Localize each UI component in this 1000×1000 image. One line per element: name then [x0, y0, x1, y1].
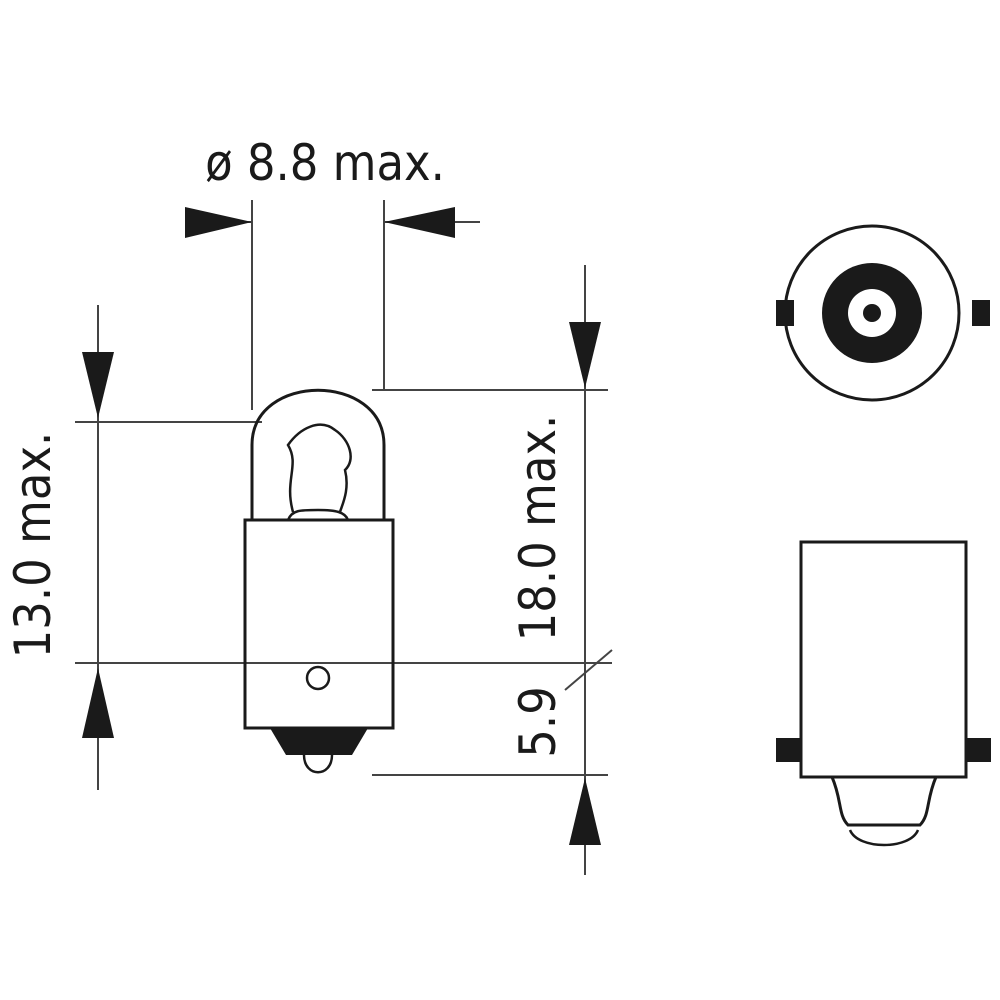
base-top-view [776, 224, 990, 402]
bulb-base-sleeve [243, 518, 395, 730]
front-view-insulator [830, 776, 938, 827]
base-contact [302, 754, 334, 774]
height-arrow-bottom [82, 668, 114, 738]
base-front-view [776, 540, 991, 847]
front-view-sleeve [799, 540, 968, 779]
front-view-pin-left [776, 738, 801, 762]
front-view-pin-right [966, 738, 991, 762]
base-tick [564, 649, 613, 691]
base-insulator [270, 728, 368, 755]
top-view-pin-right [972, 300, 990, 326]
bayonet-pin [305, 665, 331, 691]
filament-outline [286, 423, 352, 513]
base-height-label: 5.9 [509, 686, 567, 758]
glass-envelope [250, 388, 386, 520]
bulb-side-view [243, 388, 395, 774]
diameter-arrow-right [384, 207, 455, 238]
diameter-dimension: ø 8.8 max. [185, 134, 480, 410]
diameter-arrow-left [185, 207, 252, 238]
height-label: 13.0 max. [4, 432, 62, 659]
height-arrow-top [82, 352, 114, 418]
top-view-pin-left [776, 300, 794, 326]
diameter-label: ø 8.8 max. [205, 134, 445, 192]
length-arrow-bottom [569, 778, 601, 845]
overall-height-dimension: 13.0 max. [4, 305, 395, 790]
length-arrow-top [569, 322, 601, 388]
front-view-contact [848, 829, 920, 847]
filament-support [286, 508, 350, 521]
top-view-contact-center [863, 304, 881, 322]
length-label: 18.0 max. [509, 415, 567, 642]
length-dimension: 18.0 max. 5.9 [372, 265, 613, 875]
